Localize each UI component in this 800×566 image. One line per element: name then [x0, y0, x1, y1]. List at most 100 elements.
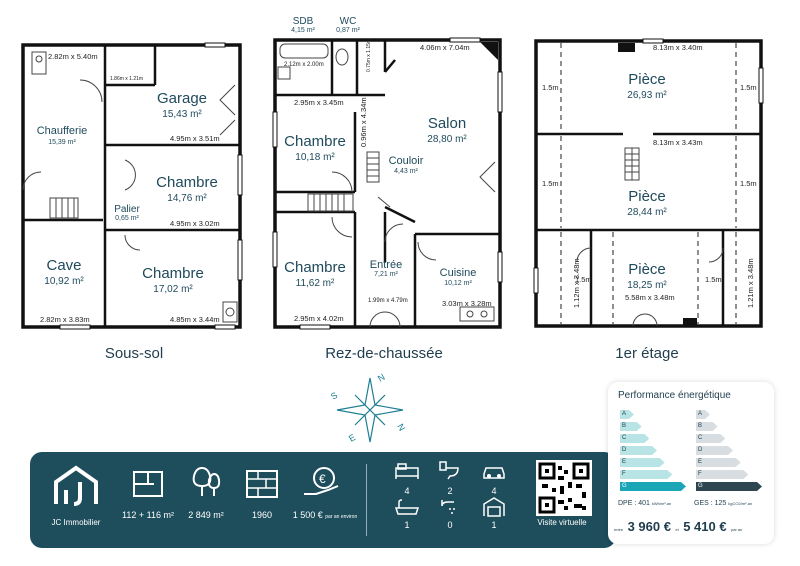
dim-label: 1.5m [740, 83, 757, 92]
dpe-bar-c: C [620, 434, 649, 443]
toilet-icon [439, 461, 459, 480]
cost-suffix: par an [731, 527, 743, 532]
stat-year: 1960 [251, 510, 273, 520]
room-name: Chaufferie [37, 125, 88, 137]
compass-north-top: N [376, 372, 387, 384]
room-name: Couloir [389, 155, 424, 167]
energy-cost: entre 3 960 € et 5 410 € par an [614, 518, 742, 536]
dim-label: 2.12m x 2.00m [284, 62, 324, 68]
stat-parking: 4 [491, 486, 497, 496]
compass-east: E [347, 432, 357, 444]
dim-label: 8.13m x 3.40m [653, 43, 703, 52]
dpe-bar-f: F [620, 470, 672, 479]
dim-label: 1.5m [542, 179, 559, 188]
dim-label: 8.13m x 3.43m [653, 138, 703, 147]
dim-label: 0.75m x 1.15m [366, 39, 372, 72]
dim-label: 1.86m x 1.21m [110, 76, 143, 82]
compass-south: S [329, 390, 339, 402]
divider [366, 464, 367, 536]
dpe-unit: kWh/m².an [651, 501, 672, 506]
stat-land: 2 849 m² [188, 510, 224, 520]
ges-bar-d: D [696, 446, 733, 455]
dpe-bar-e: E [620, 458, 665, 467]
room-area: 4,15 m² [291, 27, 315, 34]
dpe-value: DPE : 401 kWh/m².an [618, 500, 671, 507]
svg-text:€: € [319, 472, 326, 486]
tax-suffix: par an environ [325, 514, 358, 520]
ground-outer-wall [273, 38, 502, 329]
info-bar: JC Immobilier 112 + 116 m² 2 849 m² 1960… [30, 452, 616, 548]
tax-value: 1 500 € [292, 510, 323, 520]
room-area: 0,65 m² [115, 215, 139, 222]
room-area: 14,76 m² [167, 193, 207, 204]
dim-label: 1.5m [705, 275, 722, 284]
dim-label: 4.06m x 7.04m [420, 43, 470, 52]
bed-icon [395, 463, 419, 479]
compass-north: N [395, 422, 407, 433]
dim-label: 0.96m x 4.34m [359, 97, 368, 147]
room-name: Cuisine [440, 267, 477, 279]
room-name: Pièce [628, 188, 666, 205]
room-area: 10,12 m² [444, 280, 472, 287]
room-area: 26,93 m² [627, 90, 667, 101]
car-icon [483, 467, 505, 479]
stat-garages: 1 [491, 520, 497, 530]
stat-baths: 1 [404, 520, 410, 530]
bricks-icon [246, 470, 278, 498]
dim-label: 5.58m x 3.48m [625, 293, 675, 302]
dim-label: 2.82m x 5.40m [48, 52, 98, 61]
room-name: Palier [114, 204, 140, 215]
room-name: Cave [46, 257, 81, 274]
qr-code[interactable] [536, 460, 592, 516]
floor-label-ground: Rez-de-chaussée [325, 345, 443, 362]
ges-bar-e: E [696, 458, 741, 467]
room-name: Chambre [142, 265, 204, 282]
dim-label: 2.82m x 3.83m [40, 315, 90, 324]
dim-label: 1.5m [740, 179, 757, 188]
stat-surface: 112 + 116 m² [122, 510, 174, 520]
room-area: 17,02 m² [153, 284, 193, 295]
room-name: Pièce [628, 261, 666, 278]
room-name: Chambre [284, 259, 346, 276]
floor-label-basement: Sous-sol [104, 345, 164, 362]
room-area: 0,87 m² [336, 27, 360, 34]
ges-bar-c: C [696, 434, 725, 443]
dim-label: 1.5m [542, 83, 559, 92]
garage-icon [483, 497, 505, 517]
cost-max: 5 410 € [683, 519, 727, 534]
dim-label: 2.95m x 4.02m [294, 314, 344, 323]
bathtub-icon [394, 499, 420, 515]
shower-icon [441, 500, 455, 514]
room-area: 7,21 m² [374, 271, 398, 278]
cost-min: 3 960 € [627, 519, 671, 534]
room-area: 10,18 m² [295, 152, 335, 163]
room-name: WC [340, 16, 357, 27]
room-area: 28,44 m² [627, 207, 667, 218]
brand-name: JC Immobilier [51, 518, 101, 527]
room-name: Salon [428, 115, 466, 132]
qr-code-icon [538, 462, 590, 514]
ges-bar-f: F [696, 470, 748, 479]
dim-label: 4.85m x 3.44m [170, 315, 220, 324]
room-name: Chambre [284, 133, 346, 150]
room-name: SDB [293, 16, 314, 27]
dim-label: 1.12m x 3.48m [572, 258, 581, 308]
dim-label: 1.5m [575, 275, 592, 284]
brand-logo-icon [54, 465, 98, 506]
dpe-label: DPE : 401 [618, 500, 650, 507]
dpe-bar-g: G [620, 482, 686, 491]
dim-label: 4.95m x 3.51m [170, 134, 220, 143]
room-area: 28,80 m² [427, 134, 467, 145]
floor-label-first: 1er étage [615, 345, 679, 362]
room-area: 18,25 m² [627, 280, 667, 291]
dim-label: 1.99m x 4.79m [368, 298, 408, 304]
ges-bar-b: B [696, 422, 718, 431]
floorplan-icon [133, 471, 163, 497]
ges-label: GES : 125 [694, 500, 727, 507]
virtual-visit-link[interactable]: Visite virtuelle [537, 518, 587, 527]
room-area: 4,43 m² [394, 168, 418, 175]
dim-label: 3.03m x 3.28m [442, 299, 492, 308]
room-area: 11,62 m² [296, 278, 335, 289]
compass-rose: N S N E [329, 372, 407, 444]
first-floor-plan: 8.13m x 3.40m 8.13m x 3.43m 5.58m x 3.48… [533, 38, 764, 328]
